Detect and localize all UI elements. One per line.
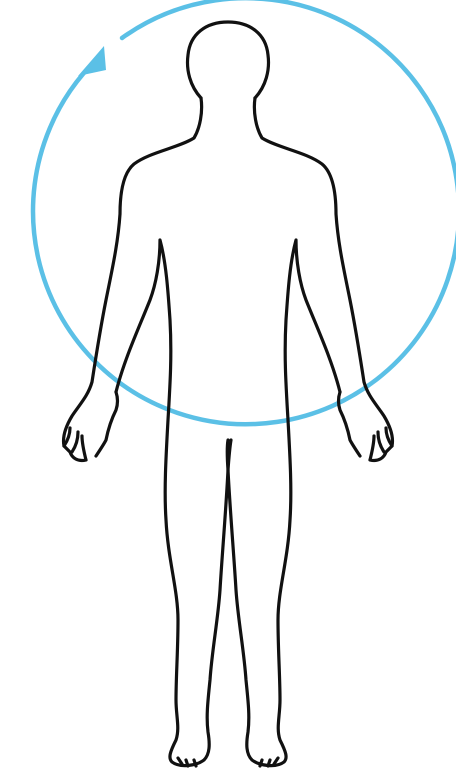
right-side-outline [254, 98, 392, 461]
rotation-arrow-icon [78, 46, 106, 76]
human-body-outline [63, 22, 392, 766]
head-outline [188, 22, 269, 98]
left-hand-outline [64, 392, 118, 460]
right-torso-outline [227, 240, 340, 766]
left-torso-outline [116, 240, 231, 766]
left-side-outline [63, 98, 201, 461]
right-hand-outline [339, 392, 393, 460]
